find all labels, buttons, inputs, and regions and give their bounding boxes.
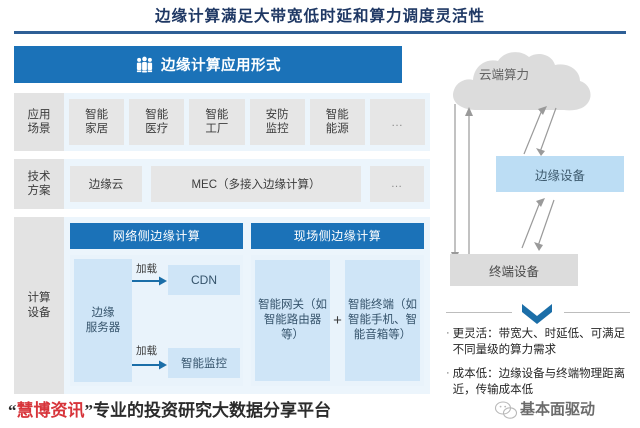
watermark-tagline: 专业的投资研究大数据分享平台 xyxy=(93,401,331,420)
diagram-header-bar: 边缘计算应用形式 xyxy=(14,46,402,83)
row-label-line1: 计算 xyxy=(27,292,51,305)
advantages-list: · 更灵活：带宽大、时延低、可满足不同量级的算力需求 · 成本低：边缘设备与终端… xyxy=(446,326,634,405)
list-item: · 更灵活：带宽大、时延低、可满足不同量级的算力需求 xyxy=(446,326,634,359)
column-field-side: 现场侧边缘计算 智能网关（如智能路由器等） + 智能终端（如智能手机、智能音箱等… xyxy=(251,223,424,386)
chevron-down-icon xyxy=(520,302,554,329)
field-side-inner: 智能网关（如智能路由器等） + 智能终端（如智能手机、智能音箱等） xyxy=(251,255,424,386)
chip-edge-cloud[interactable]: 边缘云 xyxy=(70,166,142,202)
chip-smart-healthcare[interactable]: 智能 医疗 xyxy=(129,99,185,145)
watermark-right: 基本面驱动 xyxy=(520,402,596,418)
row-label-technology-solutions: 技术 方案 xyxy=(14,159,64,209)
network-side-header: 网络侧边缘计算 xyxy=(70,223,243,249)
field-side-header: 现场侧边缘计算 xyxy=(251,223,424,249)
column-network-side: 网络侧边缘计算 边缘 服务器 加载 xyxy=(70,223,243,386)
chip-smart-home[interactable]: 智能 家居 xyxy=(69,99,125,145)
row-label-line2: 场景 xyxy=(27,123,51,135)
watermark-left: “慧博资讯”专业的投资研究大数据分享平台 xyxy=(8,396,331,421)
chip-line1: 智能 xyxy=(85,108,109,121)
row-label-line2: 方案 xyxy=(27,185,51,197)
row-label-computing-devices: 计算 设备 xyxy=(14,217,64,394)
node-edge-device[interactable]: 边缘设备 xyxy=(496,156,624,192)
box-smart-terminal[interactable]: 智能终端（如智能手机、智能音箱等） xyxy=(344,260,421,381)
row-label-line2: 设备 xyxy=(27,306,51,319)
row-label-line1: 技术 xyxy=(27,170,51,183)
edge-server-line1: 边缘 xyxy=(91,306,115,319)
row-body-technology-solutions: 边缘云 MEC（多接入边缘计算） … xyxy=(64,159,430,209)
chip-line2: 监控 xyxy=(265,123,289,135)
arrow-label-load-monitoring: 加载 xyxy=(136,345,157,357)
chevron-rule-right xyxy=(564,312,630,313)
row-application-scenarios: 应用 场景 智能 家居 智能 医疗 智能 工厂 安防 监控 xyxy=(14,93,430,151)
arrow-label-load-cdn: 加载 xyxy=(136,263,157,275)
chip-line2: 医疗 xyxy=(145,123,169,135)
chip-line2: 家居 xyxy=(85,123,109,135)
chip-smart-energy[interactable]: 智能 能源 xyxy=(309,99,365,145)
row-technology-solutions: 技术 方案 边缘云 MEC（多接入边缘计算） … xyxy=(14,159,430,209)
bullet-text: 成本低：边缘设备与终端物理距离近，传输成本低 xyxy=(452,367,626,396)
watermark-quote-close: ” xyxy=(84,401,94,420)
arrow-to-monitoring-icon xyxy=(132,358,168,376)
chip-security-surveillance[interactable]: 安防 监控 xyxy=(249,99,305,145)
watermark-quote-open: “ xyxy=(8,401,17,420)
chip-line1: 智能 xyxy=(205,108,229,121)
chip-line1: 安防 xyxy=(265,108,289,121)
arrow-to-cdn-icon xyxy=(132,274,168,292)
row-computing-devices: 计算 设备 网络侧边缘计算 边缘 服务器 加载 xyxy=(14,217,430,394)
computing-device-columns: 网络侧边缘计算 边缘 服务器 加载 xyxy=(64,217,430,394)
chip-line2: 工厂 xyxy=(205,123,229,135)
field-side-body: 智能网关（如智能路由器等） + 智能终端（如智能手机、智能音箱等） xyxy=(251,255,424,386)
edge-application-diagram: 边缘计算应用形式 应用 场景 智能 家居 智能 医疗 智能 工厂 xyxy=(14,46,430,394)
bullet-text: 更灵活：带宽大、时延低、可满足不同量级的算力需求 xyxy=(452,328,626,357)
chip-ellipsis: … xyxy=(390,114,404,129)
bullet-marker: · xyxy=(446,366,450,379)
list-item: · 成本低：边缘设备与终端物理距离近，传输成本低 xyxy=(446,366,634,399)
box-edge-server[interactable]: 边缘 服务器 xyxy=(74,259,132,382)
watermark-brand: 慧博资讯 xyxy=(16,401,85,420)
title-divider xyxy=(14,31,626,34)
network-side-body: 边缘 服务器 加载 CDN 加载 xyxy=(70,255,243,386)
chip-smart-factory[interactable]: 智能 工厂 xyxy=(189,99,245,145)
diagram-header-label: 边缘计算应用形式 xyxy=(161,58,281,74)
chip-line2: 能源 xyxy=(325,123,349,135)
chip-more-scenarios[interactable]: … xyxy=(369,99,426,145)
chip-more-technologies[interactable]: … xyxy=(370,166,424,202)
wechat-logo-icon xyxy=(494,400,518,425)
row-label-line1: 应用 xyxy=(27,108,51,121)
bullet-marker: · xyxy=(446,327,450,339)
plus-operator: + xyxy=(333,312,342,329)
people-group-icon xyxy=(135,55,154,74)
row-body-application-scenarios: 智能 家居 智能 医疗 智能 工厂 安防 监控 智能 能源 xyxy=(64,93,430,151)
box-smart-gateway[interactable]: 智能网关（如智能路由器等） xyxy=(255,260,331,381)
chip-line1: 智能 xyxy=(325,108,349,121)
row-label-application-scenarios: 应用 场景 xyxy=(14,93,64,151)
row-body-computing-devices: 网络侧边缘计算 边缘 服务器 加载 xyxy=(64,217,430,394)
node-terminal-device[interactable]: 终端设备 xyxy=(450,254,578,286)
box-smart-monitoring[interactable]: 智能监控 xyxy=(168,348,240,378)
box-cdn[interactable]: CDN xyxy=(168,265,240,295)
chevron-rule-left xyxy=(446,312,512,313)
chip-mec[interactable]: MEC（多接入边缘计算） xyxy=(151,166,361,202)
computing-power-hierarchy: 云端算力 边缘设备 xyxy=(440,46,636,406)
chip-line1: 智能 xyxy=(145,108,169,121)
cloud-computing-label: 云端算力 xyxy=(478,68,529,82)
page-title: 边缘计算满足大带宽低时延和算力调度灵活性 xyxy=(0,4,640,26)
edge-server-line2: 服务器 xyxy=(85,321,121,334)
page-title-text: 边缘计算满足大带宽低时延和算力调度灵活性 xyxy=(154,8,485,25)
